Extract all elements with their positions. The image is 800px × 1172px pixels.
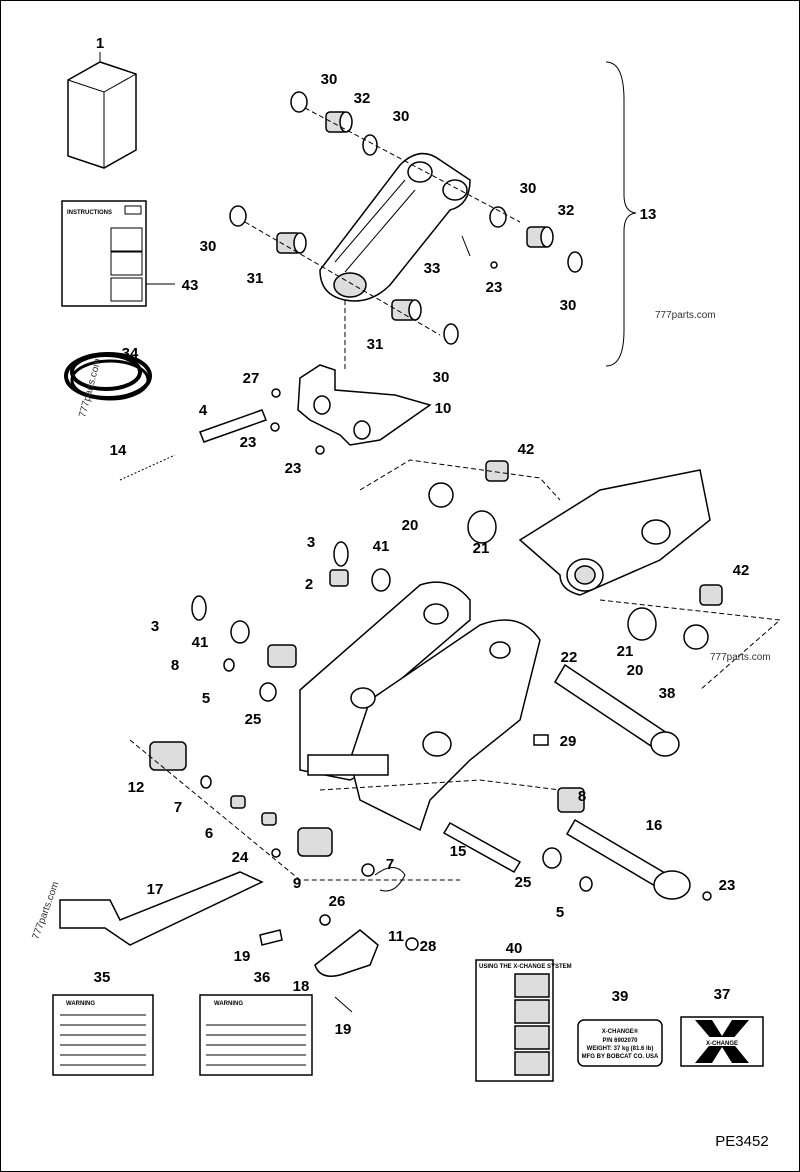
small-parts-left — [129, 541, 561, 892]
callout-32: 32 — [558, 202, 575, 219]
callout-11: 11 — [388, 928, 404, 945]
callout-20: 20 — [627, 662, 644, 679]
callout-22: 22 — [561, 649, 578, 666]
svg-text:X-CHANGE: X-CHANGE — [706, 1041, 738, 1047]
callout-30: 30 — [393, 108, 410, 125]
callout-30: 30 — [200, 238, 217, 255]
attachment-mount-housing — [359, 459, 782, 691]
callout-5: 5 — [556, 904, 564, 921]
callout-14: 14 — [110, 442, 127, 459]
bushings-and-rings-top — [229, 91, 583, 370]
pins-right — [442, 663, 712, 901]
callout-23: 23 — [719, 877, 736, 894]
callout-2: 2 — [305, 576, 313, 593]
figure-id: PE3452 — [715, 1133, 768, 1150]
callout-18: 18 — [293, 978, 310, 995]
callout-9: 9 — [293, 875, 301, 892]
callout-23: 23 — [240, 434, 257, 451]
callout-13: 13 — [640, 206, 657, 223]
callout-29: 29 — [560, 733, 577, 750]
part-13-link-arm — [319, 152, 471, 302]
callout-5: 5 — [202, 690, 210, 707]
callout-1: 1 — [96, 35, 104, 52]
callout-labels: 1 30 32 30 30 32 13 30 31 33 23 30 43 31… — [94, 35, 750, 1038]
callout-26: 26 — [329, 893, 346, 910]
callout-35: 35 — [94, 969, 111, 986]
callout-30: 30 — [433, 369, 450, 386]
callout-31: 31 — [367, 336, 384, 353]
svg-text:WARNING: WARNING — [66, 1001, 95, 1007]
callout-16: 16 — [646, 817, 663, 834]
callout-15: 15 — [450, 843, 467, 860]
callout-40: 40 — [506, 940, 523, 957]
decal-40-usage-instructions: USING THE X-CHANGE SYSTEM — [475, 959, 572, 1082]
svg-text:USING THE X-CHANGE SYSTEM: USING THE X-CHANGE SYSTEM — [479, 964, 572, 970]
callout-6: 6 — [205, 825, 213, 842]
watermark: 777parts.com — [655, 310, 716, 321]
callout-27: 27 — [243, 370, 260, 387]
callout-17: 17 — [147, 881, 164, 898]
callout-24: 24 — [232, 849, 249, 866]
decal-37-xchange-logo: X-CHANGE — [680, 1016, 764, 1067]
callout-41: 41 — [192, 634, 209, 651]
watermark: 777parts.com — [710, 652, 771, 663]
group-13-brace — [605, 61, 637, 367]
callout-7: 7 — [174, 799, 182, 816]
callout-36: 36 — [254, 969, 271, 986]
callout-39: 39 — [612, 988, 629, 1005]
callout-30: 30 — [560, 297, 577, 314]
decal-35-warning: WARNING — [52, 994, 154, 1076]
part-43-instructions: INSTRUCTIONS — [61, 200, 175, 307]
callout-19: 19 — [335, 1021, 352, 1038]
decal-39-xchange-plate: X-CHANGE® P/N 6902070 WEIGHT: 37 kg (81.… — [577, 1019, 663, 1067]
callout-33: 33 — [424, 260, 441, 277]
callout-42: 42 — [518, 441, 535, 458]
callout-42: 42 — [733, 562, 750, 579]
part-17-lever-handle — [59, 871, 264, 946]
callout-30: 30 — [520, 180, 537, 197]
callout-20: 20 — [402, 517, 419, 534]
part-1-kit-box — [67, 52, 137, 169]
part-22-coupler-frame — [299, 581, 541, 832]
callout-30: 30 — [321, 71, 338, 88]
callout-8: 8 — [578, 788, 586, 805]
callout-8: 8 — [171, 657, 179, 674]
callout-34: 34 — [122, 345, 139, 362]
part-10-latch-bracket — [119, 364, 432, 481]
svg-text:WARNING: WARNING — [214, 1001, 243, 1007]
svg-text:X-CHANGE®: X-CHANGE® — [602, 1028, 639, 1035]
callout-19: 19 — [234, 948, 251, 965]
svg-text:INSTRUCTIONS: INSTRUCTIONS — [67, 210, 112, 216]
callout-3: 3 — [307, 534, 315, 551]
callout-21: 21 — [473, 540, 490, 557]
callout-25: 25 — [515, 874, 532, 891]
part-34-cable-coil — [64, 352, 152, 401]
callout-25: 25 — [245, 711, 262, 728]
svg-text:P/N 6902070: P/N 6902070 — [602, 1038, 638, 1044]
callout-37: 37 — [714, 986, 731, 1003]
callout-7: 7 — [386, 856, 394, 873]
callout-23: 23 — [285, 460, 302, 477]
svg-text:MFG BY BOBCAT CO. USA: MFG BY BOBCAT CO. USA — [582, 1054, 659, 1060]
callout-3: 3 — [151, 618, 159, 635]
callout-41: 41 — [373, 538, 390, 555]
callout-38: 38 — [659, 685, 676, 702]
callout-23: 23 — [486, 279, 503, 296]
svg-text:WEIGHT: 37 kg (81.6 lb): WEIGHT: 37 kg (81.6 lb) — [587, 1046, 654, 1052]
callout-28: 28 — [420, 938, 437, 955]
callout-43: 43 — [182, 277, 199, 294]
decal-36-warning: WARNING — [199, 994, 313, 1076]
callout-31: 31 — [247, 270, 264, 287]
callout-21: 21 — [617, 643, 634, 660]
part-18-release-bracket — [259, 914, 419, 1013]
callout-4: 4 — [199, 402, 208, 419]
callout-12: 12 — [128, 779, 145, 796]
callout-10: 10 — [435, 400, 452, 417]
callout-32: 32 — [354, 90, 371, 107]
